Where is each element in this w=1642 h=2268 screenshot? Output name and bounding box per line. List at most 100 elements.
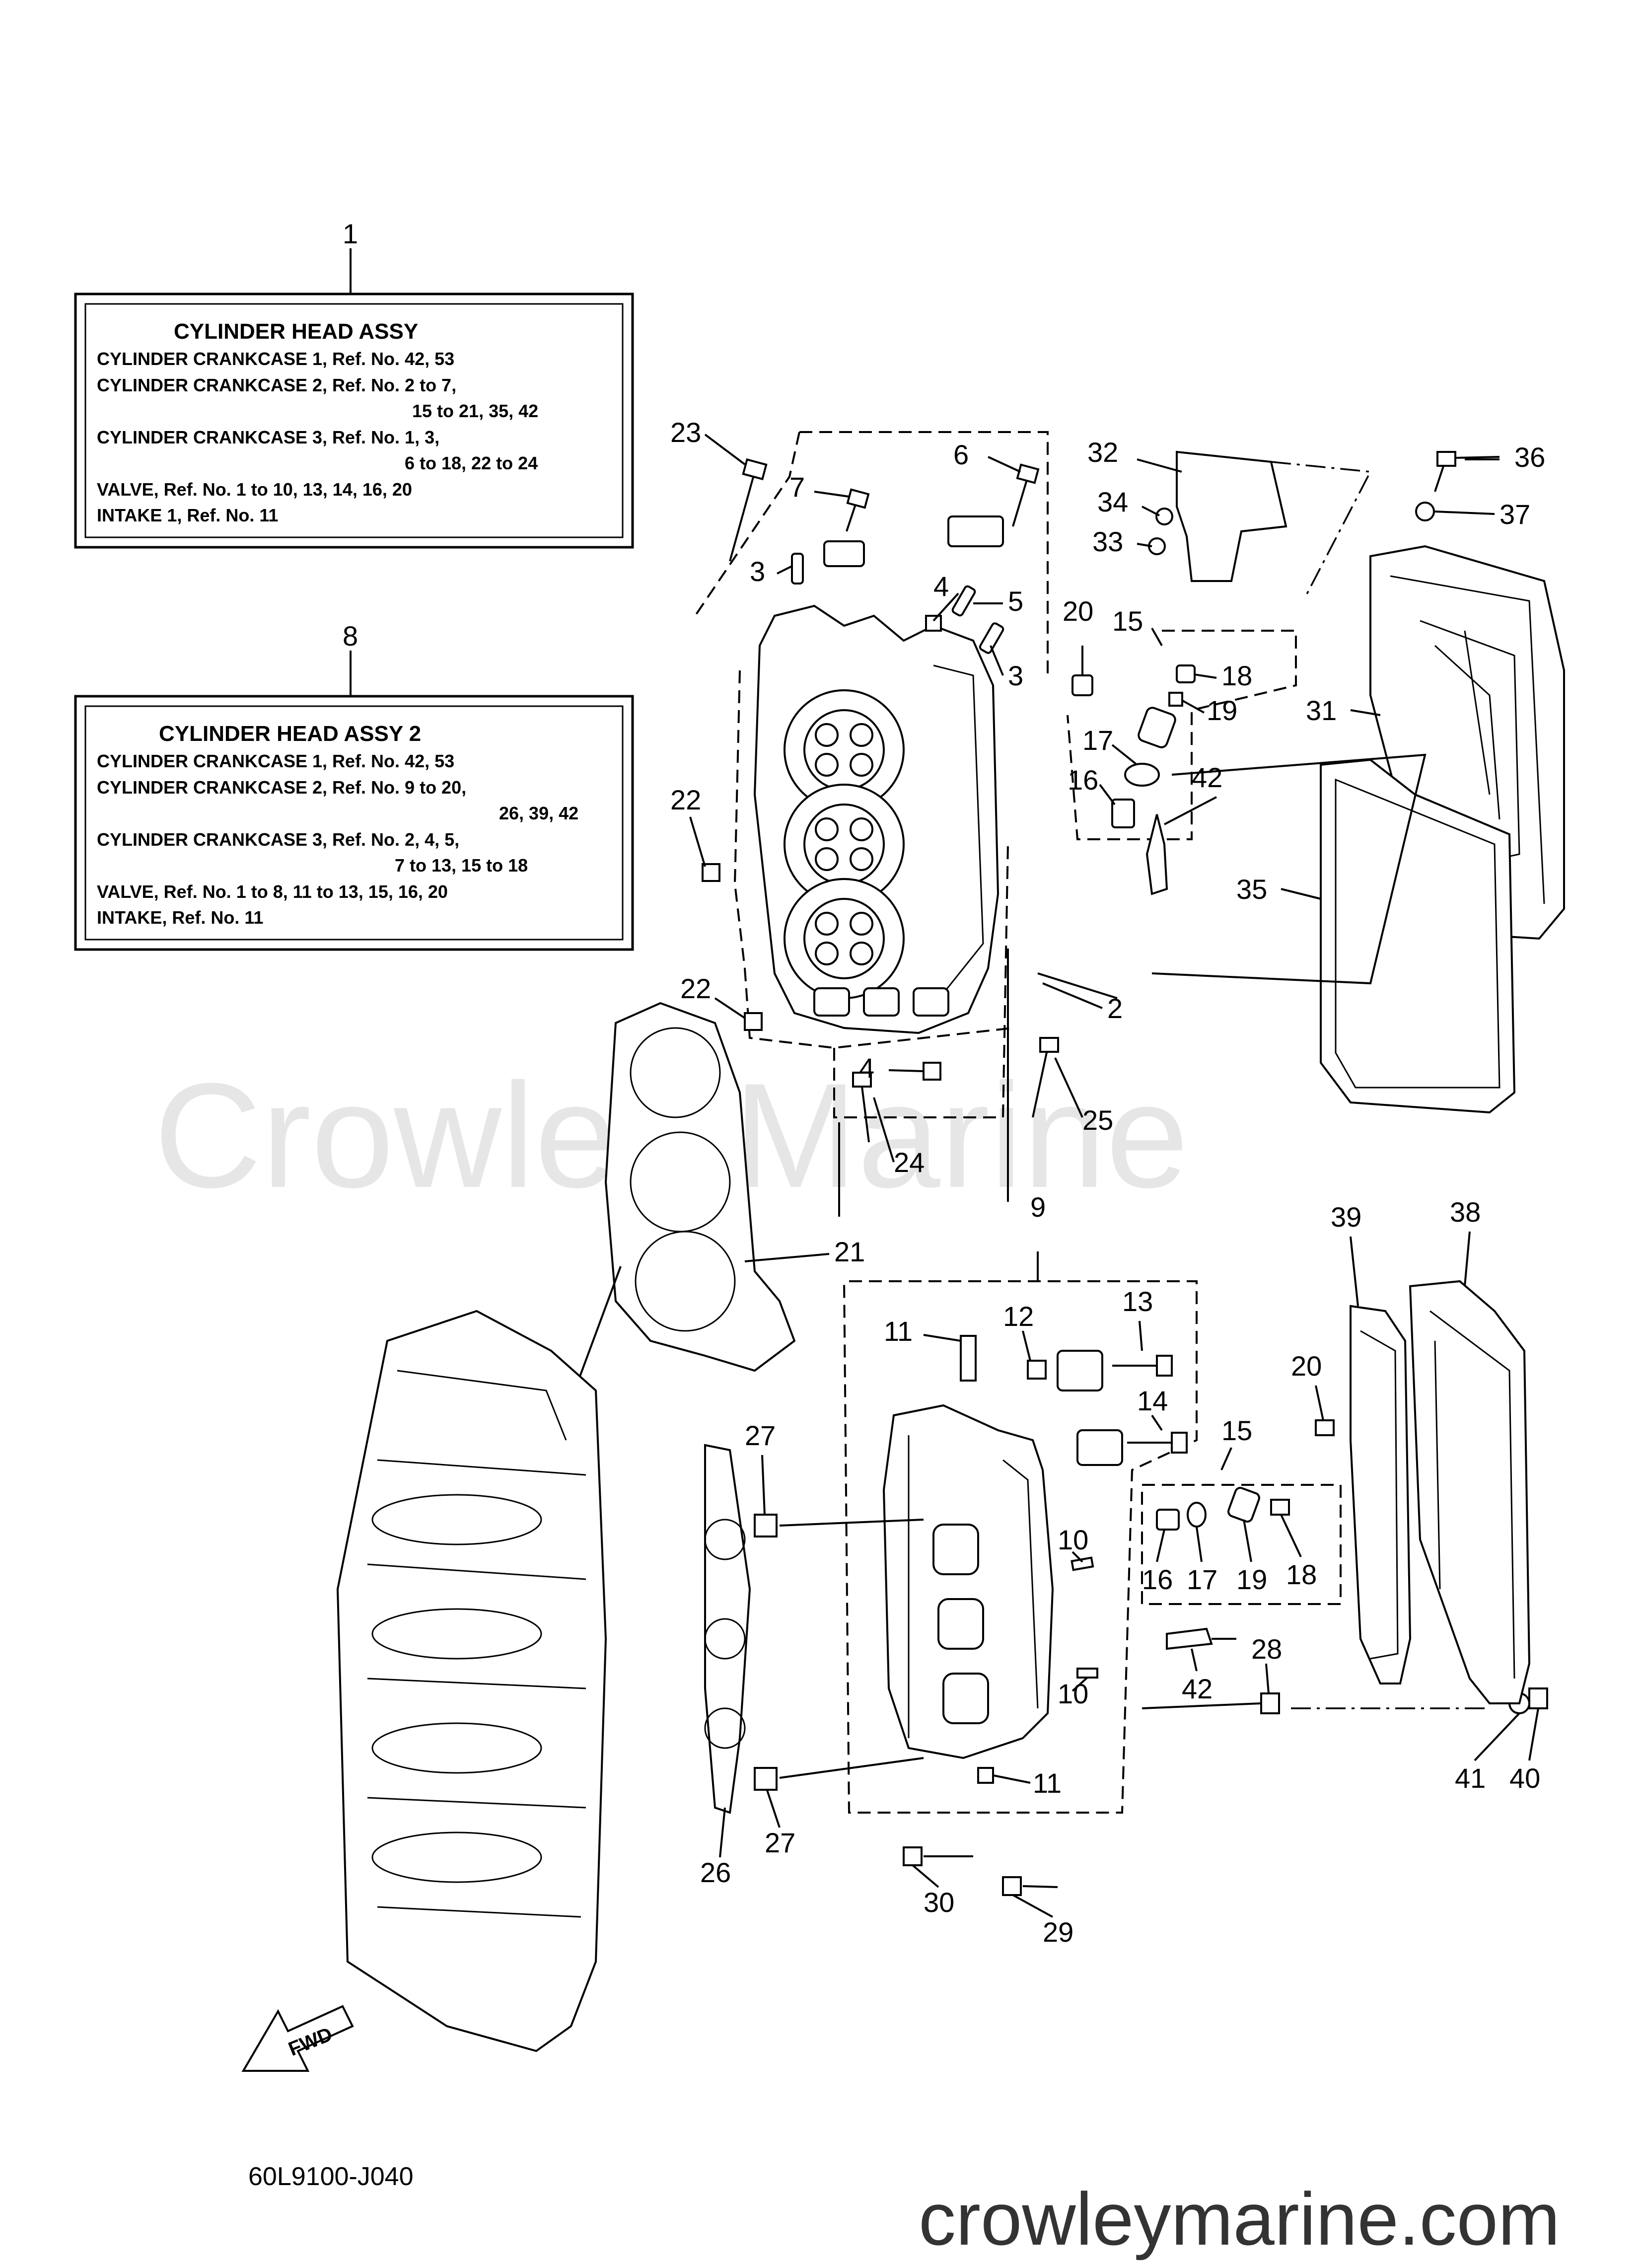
callout-20: 20 xyxy=(1063,595,1093,627)
cylinder-block xyxy=(336,1310,607,2052)
callout-3: 3 xyxy=(1008,660,1023,691)
footer-url: crowleymarine.com xyxy=(919,2177,1560,2261)
info-box-1-line: 6 to 18, 22 to 24 xyxy=(405,453,538,473)
callout-15: 15 xyxy=(1221,1415,1252,1446)
callout-9: 9 xyxy=(1030,1191,1046,1223)
side-gasket-39 xyxy=(1350,1305,1412,1684)
callout-32: 32 xyxy=(1087,437,1118,468)
callout-6: 6 xyxy=(953,439,969,470)
callout-labels: 23 7 6 3 4 5 3 20 15 18 19 17 16 42 22 2… xyxy=(670,417,1545,1948)
callout-16: 16 xyxy=(1068,764,1098,796)
callout-15: 15 xyxy=(1112,605,1143,637)
callout-27: 27 xyxy=(765,1827,795,1858)
callout-34: 34 xyxy=(1097,486,1128,517)
info-box-1-line: VALVE, Ref. No. 1 to 10, 13, 14, 16, 20 xyxy=(97,479,412,500)
callout-8: 8 xyxy=(343,620,358,652)
lower-cylinder-head-group xyxy=(843,1251,1342,1814)
info-box-cylinder-head-assy: 1 CYLINDER HEAD ASSY CYLINDER CRANKCASE … xyxy=(74,218,634,549)
callout-13: 13 xyxy=(1122,1286,1153,1317)
callout-10: 10 xyxy=(1058,1524,1088,1555)
bolt-6 xyxy=(1012,463,1040,527)
callout-40: 40 xyxy=(1509,1762,1540,1794)
info-box-1-line: CYLINDER CRANKCASE 1, Ref. No. 42, 53 xyxy=(97,349,454,369)
callout-42: 42 xyxy=(1192,762,1222,793)
lower-small-parts xyxy=(754,1335,1548,1896)
callout-30: 30 xyxy=(924,1887,954,1918)
callout-19: 19 xyxy=(1236,1564,1267,1595)
callout-35: 35 xyxy=(1236,874,1267,905)
callout-5: 5 xyxy=(1008,585,1023,617)
callout-12: 12 xyxy=(1003,1301,1034,1332)
info-box-1-line: CYLINDER CRANKCASE 2, Ref. No. 2 to 7, xyxy=(97,375,456,395)
info-box-2-line: 26, 39, 42 xyxy=(499,803,578,823)
callout-18: 18 xyxy=(1286,1559,1317,1590)
info-box-1-line: INTAKE 1, Ref. No. 11 xyxy=(97,505,278,525)
upper-cylinder-head-group xyxy=(694,431,1118,1217)
callout-24: 24 xyxy=(894,1147,925,1178)
callout-26: 26 xyxy=(700,1857,731,1888)
info-box-1-line: 15 to 21, 35, 42 xyxy=(412,401,538,421)
callout-22: 22 xyxy=(680,973,711,1004)
info-box-2-line: 7 to 13, 15 to 18 xyxy=(395,855,528,876)
info-box-1-title: CYLINDER HEAD ASSY xyxy=(174,319,418,344)
callout-4: 4 xyxy=(933,571,949,602)
callout-20: 20 xyxy=(1291,1350,1322,1382)
bolt-23 xyxy=(729,458,768,562)
cam-cap xyxy=(823,515,1004,567)
callout-7: 7 xyxy=(789,471,805,503)
bolt-25 xyxy=(1032,1037,1059,1118)
callout-39: 39 xyxy=(1331,1201,1361,1233)
side-cover-38 xyxy=(1409,1280,1531,1704)
info-box-cylinder-head-assy-2: 8 CYLINDER HEAD ASSY 2 CYLINDER CRANKCAS… xyxy=(74,620,634,951)
callout-10: 10 xyxy=(1058,1678,1088,1709)
callout-11: 11 xyxy=(884,1316,913,1347)
callout-41: 41 xyxy=(1455,1762,1486,1794)
dowel-pins xyxy=(791,553,1004,654)
callout-14: 14 xyxy=(1137,1385,1168,1416)
lower-gasket-26 xyxy=(704,1444,751,1814)
callout-22: 22 xyxy=(670,784,701,815)
callout-19: 19 xyxy=(1207,695,1237,726)
bolt-24 xyxy=(852,1072,872,1143)
callout-3: 3 xyxy=(750,556,765,587)
info-box-2-line: CYLINDER CRANKCASE 3, Ref. No. 2, 4, 5, xyxy=(97,829,459,850)
callout-25: 25 xyxy=(1082,1104,1113,1136)
callout-17: 17 xyxy=(1187,1564,1217,1595)
bolts-36-37 xyxy=(1415,451,1499,521)
callout-18: 18 xyxy=(1221,660,1252,691)
callout-23: 23 xyxy=(670,417,701,448)
info-box-2-title: CYLINDER HEAD ASSY 2 xyxy=(159,722,421,746)
callout-37: 37 xyxy=(1499,499,1530,530)
info-box-2-line: VALVE, Ref. No. 1 to 8, 11 to 13, 15, 16… xyxy=(97,881,448,902)
callout-36: 36 xyxy=(1514,441,1545,473)
callout-17: 17 xyxy=(1082,725,1113,756)
callout-27: 27 xyxy=(745,1420,776,1451)
callout-28: 28 xyxy=(1251,1633,1282,1665)
callout-1: 1 xyxy=(343,218,358,249)
callout-16: 16 xyxy=(1142,1564,1173,1595)
leader-lines xyxy=(689,434,1539,1918)
callout-42: 42 xyxy=(1182,1673,1213,1704)
drawing-code: 60L9100-J040 xyxy=(248,2162,414,2191)
info-box-2-line: INTAKE, Ref. No. 11 xyxy=(97,907,263,928)
callout-2: 2 xyxy=(1107,993,1123,1024)
callout-31: 31 xyxy=(1306,695,1337,726)
callout-33: 33 xyxy=(1092,526,1123,557)
fwd-arrow: FWD xyxy=(241,2005,354,2072)
callout-21: 21 xyxy=(834,1236,865,1267)
callout-11: 11 xyxy=(1033,1767,1062,1799)
callout-38: 38 xyxy=(1450,1196,1481,1228)
info-box-2-line: CYLINDER CRANKCASE 1, Ref. No. 42, 53 xyxy=(97,751,454,771)
sensor-group-upper xyxy=(1067,630,1297,895)
info-box-1-line: CYLINDER CRANKCASE 3, Ref. No. 1, 3, xyxy=(97,427,439,447)
cover-plate-32 xyxy=(1148,450,1372,596)
bolt-7 xyxy=(846,488,870,532)
info-box-2-line: CYLINDER CRANKCASE 2, Ref. No. 9 to 20, xyxy=(97,777,466,798)
small-plugs xyxy=(702,615,942,1081)
cylinder-head-lower xyxy=(882,1404,1054,1759)
callout-4: 4 xyxy=(859,1052,874,1084)
cylinder-head-upper xyxy=(753,604,999,1034)
callout-29: 29 xyxy=(1043,1916,1073,1948)
cover-gasket-35 xyxy=(1151,753,1516,1114)
